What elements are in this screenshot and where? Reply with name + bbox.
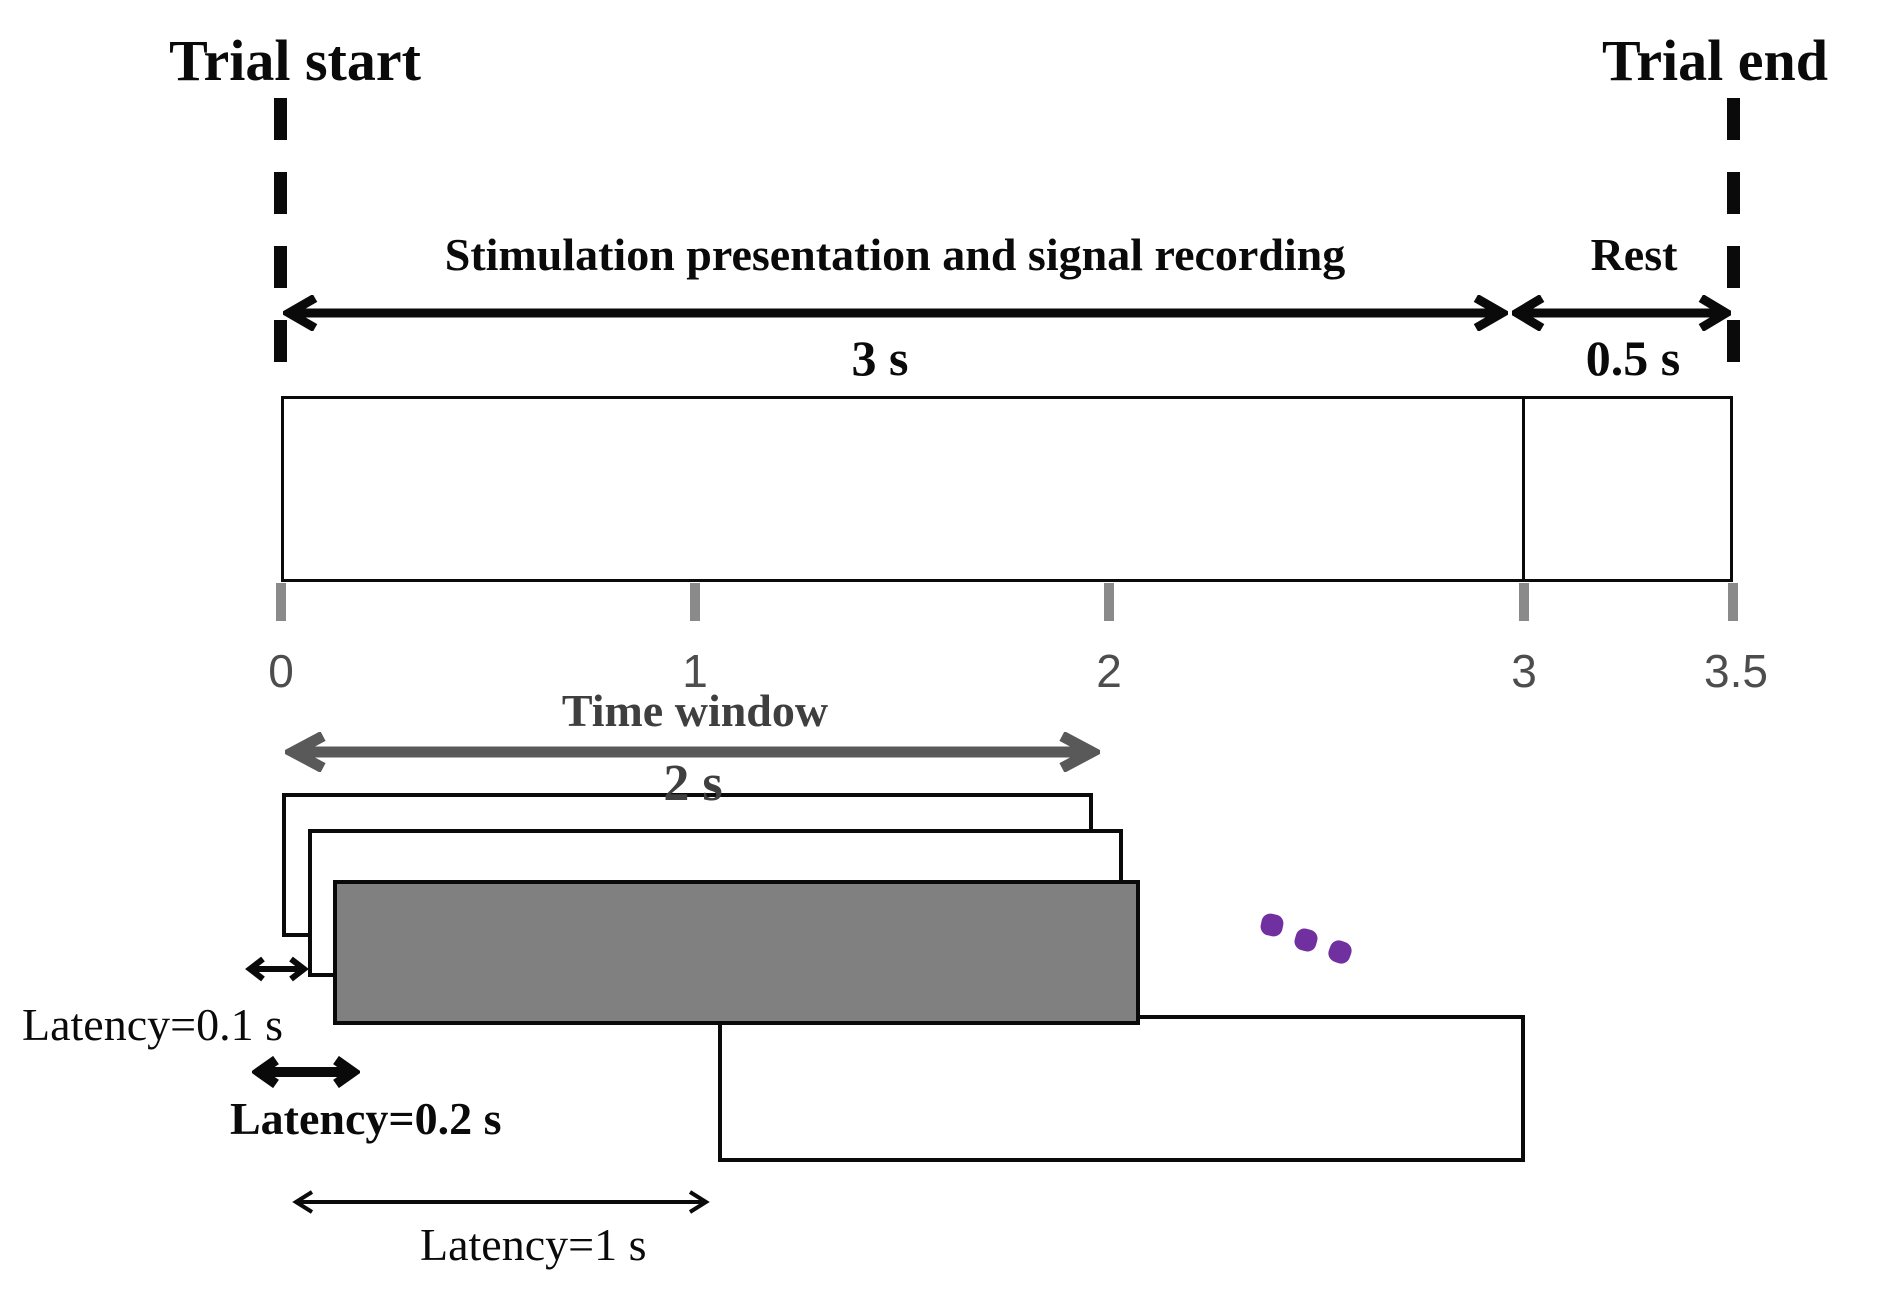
- axis-label-1: 1: [682, 645, 708, 697]
- time-window-arrow: [285, 732, 1100, 772]
- trial-end-dashed-line: [1727, 98, 1740, 393]
- ellipsis-dot-2: [1292, 926, 1320, 954]
- rest-duration-arrow: [1512, 295, 1731, 331]
- trial-start-dashed-line: [274, 98, 287, 393]
- trial-period-box: [281, 396, 1733, 582]
- axis-tick-1: [690, 583, 700, 621]
- latency-1-arrow: [292, 1188, 710, 1216]
- rest-duration-label: 0.5 s: [1585, 330, 1681, 386]
- latency-01-label: Latency=0.1 s: [22, 999, 283, 1050]
- trial-start-label: Trial start: [169, 28, 421, 93]
- ellipsis-dot-1: [1258, 911, 1286, 939]
- axis-label-3: 3: [1511, 645, 1537, 697]
- stimulation-label: Stimulation presentation and signal reco…: [444, 229, 1346, 280]
- axis-tick-2: [1104, 583, 1114, 621]
- stimulation-duration-arrow: [283, 295, 1508, 331]
- stimulation-duration-label: 3 s: [851, 330, 909, 386]
- rest-label: Rest: [1590, 229, 1678, 280]
- latency-01-arrow: [245, 956, 309, 982]
- window-rect-4: [718, 1015, 1525, 1162]
- latency-02-arrow: [252, 1056, 360, 1088]
- axis-tick-0: [276, 583, 286, 621]
- trial-end-label: Trial end: [1601, 28, 1829, 93]
- latency-1-label: Latency=1 s: [420, 1219, 647, 1270]
- ellipsis-dot-3: [1325, 937, 1355, 967]
- time-window-duration-label: 2 s: [663, 755, 723, 812]
- axis-tick-3: [1519, 583, 1529, 621]
- time-window-label: Time window: [561, 685, 829, 736]
- axis-label-0: 0: [268, 645, 294, 697]
- window-rect-3-highlighted: [333, 880, 1140, 1025]
- stimulation-rest-divider: [1522, 398, 1525, 580]
- axis-label-3-5: 3.5: [1704, 645, 1768, 697]
- axis-tick-3-5: [1728, 583, 1738, 621]
- latency-02-label: Latency=0.2 s: [230, 1093, 502, 1144]
- axis-label-2: 2: [1096, 645, 1122, 697]
